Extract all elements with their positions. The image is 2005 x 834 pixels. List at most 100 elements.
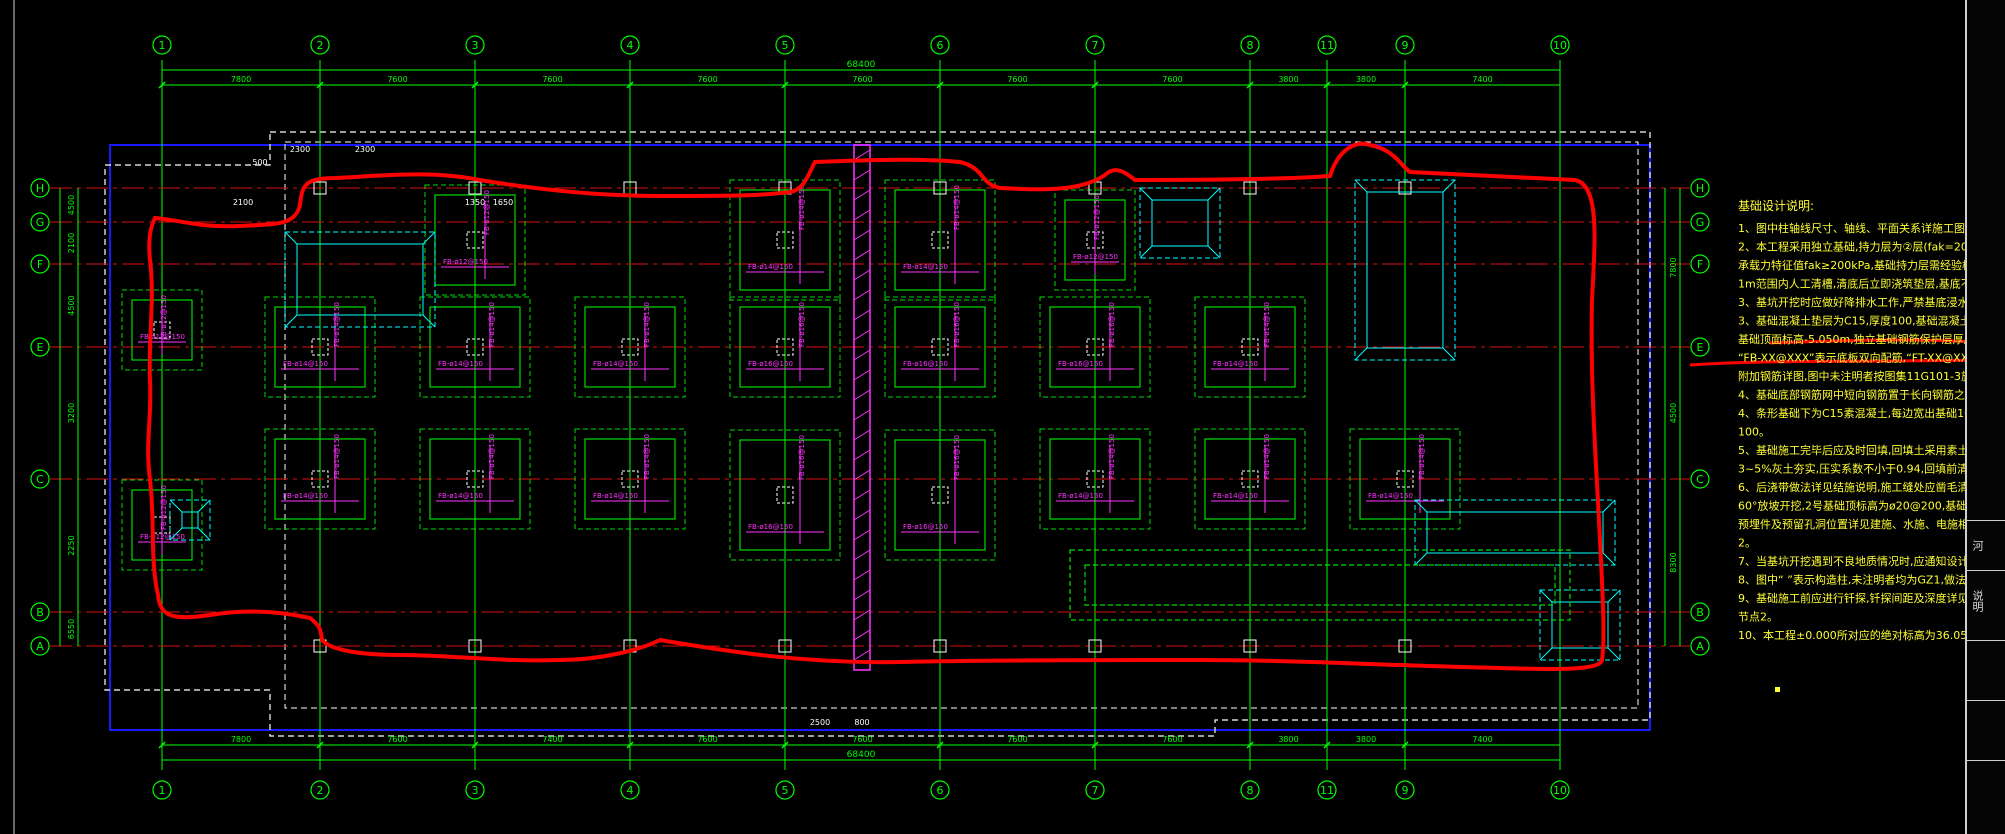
notes-line: 100。 xyxy=(1738,426,1770,439)
post-pour-strip xyxy=(853,144,871,671)
notes-line: 8、图中“ ”表示构造柱,未注明者均为GZ1,做法详见结施说明。 xyxy=(1738,573,1965,587)
column-marker xyxy=(313,181,327,195)
column-marker xyxy=(778,639,792,653)
footing-label: FB-ø14@150 xyxy=(593,492,638,500)
red-underline-2 xyxy=(1689,358,1965,367)
axis-bubble xyxy=(1690,469,1710,489)
pit-detail xyxy=(284,231,436,328)
axis-bubble xyxy=(30,178,50,198)
axis-bubble xyxy=(30,602,50,622)
axis-bubble xyxy=(30,212,50,232)
axis-bubble xyxy=(930,35,950,55)
footing-label: FB-ø12@150 xyxy=(140,333,185,341)
yellow-marker xyxy=(1775,687,1780,692)
span-dim-text: 3800 xyxy=(1278,735,1298,744)
column-marker xyxy=(933,639,947,653)
axis-bubble xyxy=(620,780,640,800)
axis-label: 6 xyxy=(937,784,944,797)
misc-dim-text: 2300 xyxy=(355,145,375,154)
axis-label: F xyxy=(37,258,43,271)
overall-dim-text: 68400 xyxy=(847,750,876,760)
notes-title: 基础设计说明: xyxy=(1738,198,1814,213)
footing-label: FB-ø14@150 xyxy=(1263,434,1271,479)
axis-label: 2 xyxy=(317,784,324,797)
axis-label: F xyxy=(1697,258,1703,271)
axis-label: 5 xyxy=(782,39,789,52)
red-markup-outline xyxy=(146,141,1606,672)
footing-label: FB-ø14@150 xyxy=(1213,360,1258,368)
misc-dim-text: 1650 xyxy=(493,198,513,207)
misc-dim-text: 500 xyxy=(252,158,267,167)
axis-bubble xyxy=(1690,636,1710,656)
axis-bubble xyxy=(30,254,50,274)
footing-label: FB-ø12@150 xyxy=(160,295,168,340)
footing-label: FB-ø14@150 xyxy=(283,492,328,500)
footing-label: FB-ø16@150 xyxy=(798,302,806,347)
axis-label: C xyxy=(36,473,44,486)
span-dim-text: 7600 xyxy=(1007,75,1027,84)
misc-dim-text: 2500 xyxy=(810,718,830,727)
axis-bubble xyxy=(465,780,485,800)
notes-line: 10、本工程±0.000所对应的绝对标高为36.05m。 xyxy=(1738,628,1965,642)
notes-line: 2。 xyxy=(1738,537,1756,550)
footing-label: FB-ø16@150 xyxy=(748,360,793,368)
span-dim-text: 7600 xyxy=(542,75,562,84)
notes-line: 承载力特征值fak≥200kPa,基础持力层需经验槽确认后方可施工, xyxy=(1738,258,1965,272)
isolated-footings: FB-ø14@150FB-ø14@150FB-ø14@150FB-ø14@150… xyxy=(121,179,1461,653)
footing-label: FB-ø14@150 xyxy=(333,434,341,479)
axis-bubble xyxy=(1317,35,1337,55)
pit-detail xyxy=(169,499,211,541)
axis-label: 4 xyxy=(627,39,634,52)
left-dim-text: 2250 xyxy=(67,535,76,555)
foundation-boundary-dashed xyxy=(104,131,1651,737)
footing-label: FB-ø12@150 xyxy=(1093,195,1101,240)
notes-line: 4、条形基础下为C15素混凝土,每边宽出基础100。 xyxy=(1738,406,1965,420)
column-marker xyxy=(468,181,482,195)
axis-bubble xyxy=(775,35,795,55)
titleblock-text-2: 说明 xyxy=(1971,590,1984,612)
axis-bubble xyxy=(1240,780,1260,800)
span-dim-text: 7400 xyxy=(542,735,562,744)
notes-line: 预埋件及预留孔洞位置详见建施、水施、电施相关图纸11YG203。 xyxy=(1738,517,1965,531)
footing-label: FB-ø14@150 xyxy=(438,492,483,500)
foundation-design-notes: 基础设计说明: 1、图中柱轴线尺寸、轴线、平面关系详施工图实施工。2、本工程采用… xyxy=(1738,198,1965,642)
misc-dim-text: 1350 xyxy=(465,198,485,207)
footing-label: FB-ø16@150 xyxy=(1108,302,1116,347)
axis-label: 5 xyxy=(782,784,789,797)
span-dim-text: 7400 xyxy=(1472,75,1492,84)
left-dim-text: 2100 xyxy=(67,233,76,253)
red-underline-1 xyxy=(1769,338,1965,345)
span-dim-text: 7600 xyxy=(387,735,407,744)
axis-label: 11 xyxy=(1320,39,1334,52)
axis-label: 1 xyxy=(159,39,166,52)
right-dim-text: 8300 xyxy=(1669,552,1678,572)
footing-label: FB-ø12@150 xyxy=(140,533,185,541)
footing-label: FB-ø12@150 xyxy=(443,258,488,266)
footing-label: FB-ø14@150 xyxy=(1263,302,1271,347)
axis-label: B xyxy=(1696,606,1704,619)
notes-line: 3、基坑开挖时应做好降排水工作,严禁基底浸水。 xyxy=(1738,295,1965,309)
axis-bubble xyxy=(30,337,50,357)
axis-label: B xyxy=(36,606,44,619)
axis-bubble xyxy=(30,469,50,489)
axis-bubble xyxy=(152,35,172,55)
footing-label: FB-ø14@150 xyxy=(1368,492,1413,500)
axis-bubble xyxy=(465,35,485,55)
axis-label: G xyxy=(1696,216,1705,229)
footing-label: FB-ø16@150 xyxy=(748,523,793,531)
footing-label: FB-ø14@150 xyxy=(643,434,651,479)
axis-bubble xyxy=(930,780,950,800)
footing-label: FB-ø16@150 xyxy=(953,302,961,347)
